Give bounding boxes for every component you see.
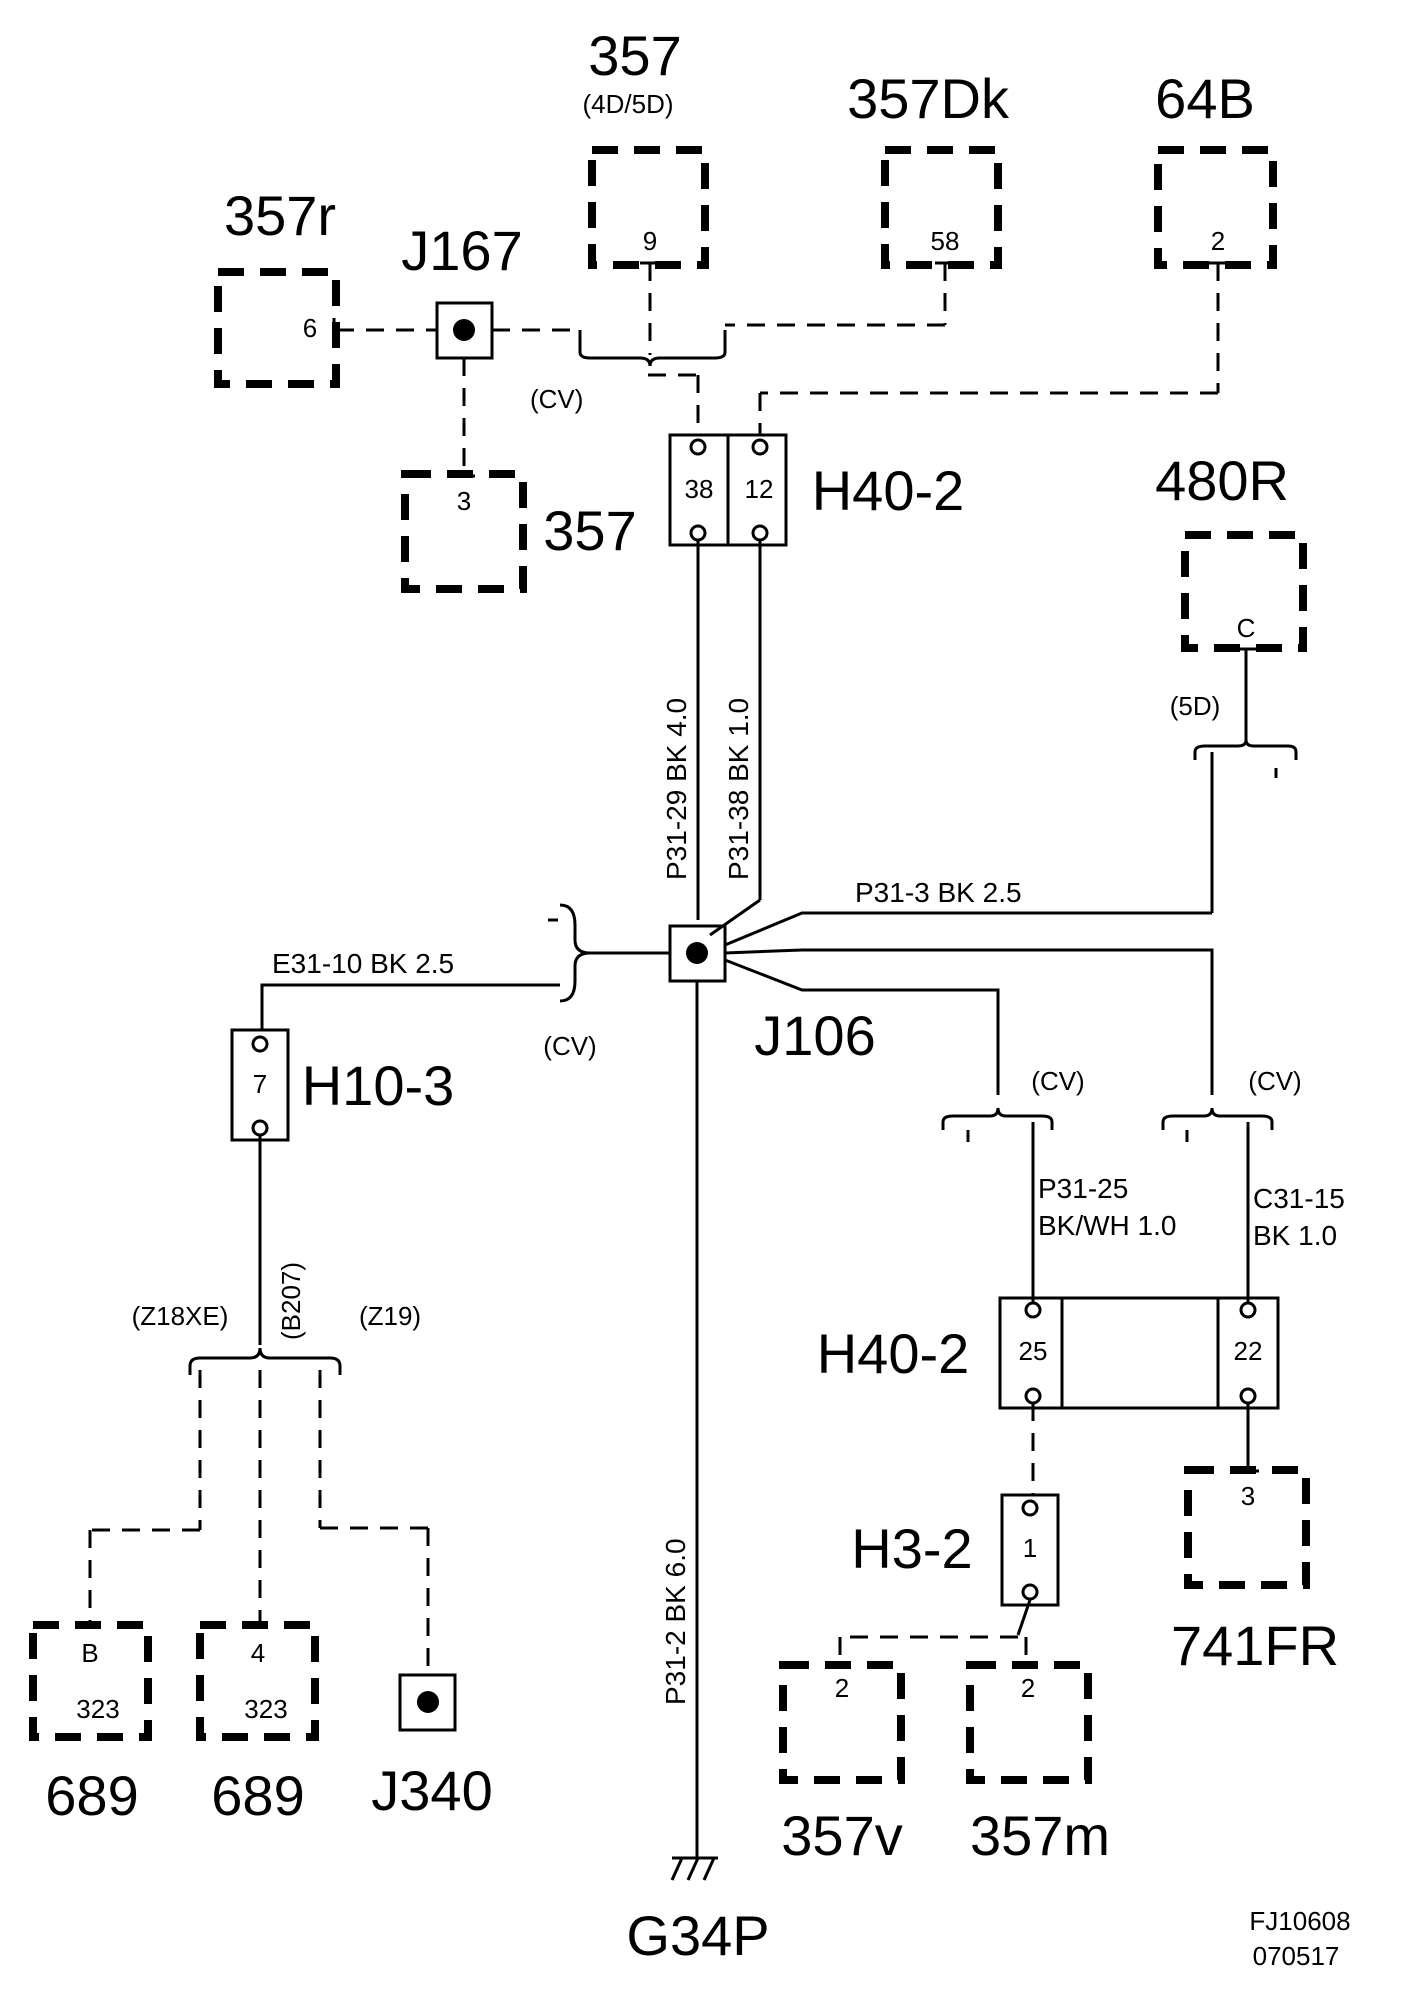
component-label: 741FR: [1171, 1614, 1339, 1677]
pin-label: C: [1237, 613, 1256, 643]
splice-j167: J167: [401, 219, 523, 360]
component-label: 357: [543, 499, 636, 562]
component-480r: 480R C (5D): [1155, 449, 1307, 913]
component-box: [881, 146, 1002, 269]
wire-label-p31-3: P31-3 BK 2.5: [855, 877, 1022, 908]
figure-id: FJ10608: [1249, 1906, 1350, 1936]
top-optional-wiring: [336, 263, 1220, 474]
component-box: [401, 470, 527, 593]
pin-label: 2: [835, 1673, 849, 1703]
pin-label: B: [81, 1638, 98, 1668]
splice-dot: [686, 942, 708, 964]
component-variant: (4D/5D): [582, 89, 673, 119]
pin-label: 3: [457, 486, 471, 516]
variant-label: (5D): [1170, 691, 1221, 721]
component-label: 357Dk: [847, 67, 1010, 130]
splice-j106: J106: [668, 924, 876, 1067]
connector-h40-2-bottom: 25 22 H40-2: [817, 1296, 1280, 1410]
sub-label: 323: [76, 1694, 119, 1724]
component-label: 64B: [1155, 67, 1255, 130]
component-689-a: B 323 689: [29, 1621, 152, 1827]
component-label: 689: [211, 1764, 304, 1827]
wire-label-p31-25-gauge: BK/WH 1.0: [1038, 1210, 1176, 1241]
component-689-b: 4 323 689: [196, 1621, 319, 1827]
component-64b: 64B 2: [1154, 67, 1277, 269]
option-label-cv-right-b: (CV): [1248, 1066, 1301, 1096]
wire-label-p31-29: P31-29 BK 4.0: [661, 698, 692, 880]
connector-label: H40-2: [812, 459, 965, 522]
pin-label: 2: [1021, 1673, 1035, 1703]
component-label: 480R: [1155, 449, 1289, 512]
connector-body: [998, 1296, 1280, 1410]
pin-label: 6: [303, 313, 317, 343]
component-label: 357r: [224, 184, 336, 247]
connector-label: H3-2: [851, 1517, 972, 1580]
pin-label: 25: [1019, 1336, 1048, 1366]
component-box: [196, 1621, 319, 1741]
option-label-cv-right-a: (CV): [1031, 1066, 1084, 1096]
component-label: 357v: [781, 1804, 902, 1867]
connector-h40-2-top: 38 12 H40-2: [668, 433, 965, 547]
splice-box: [398, 1673, 457, 1732]
component-label: 689: [45, 1764, 138, 1827]
splice-dot: [453, 319, 475, 341]
connector-h10-3: 7 H10-3: [230, 1028, 455, 1142]
component-357dk: 357Dk 58: [847, 67, 1010, 269]
wire-label-c31-15-gauge: BK 1.0: [1253, 1220, 1337, 1251]
component-357m: 2 357m: [966, 1661, 1110, 1867]
ground-label: G34P: [626, 1904, 769, 1967]
component-box: [29, 1621, 152, 1741]
pin-label: 2: [1211, 226, 1225, 256]
pin-label: 12: [745, 474, 774, 504]
option-label-b207: (B207): [276, 1262, 306, 1340]
wire-label-p31-2: P31-2 BK 6.0: [660, 1538, 691, 1705]
component-357r: 357r 6: [214, 184, 340, 388]
component-741fr: 3 741FR: [1171, 1466, 1339, 1677]
component-357-mid: 3 357: [401, 470, 637, 593]
option-label-z18xe: (Z18XE): [132, 1301, 229, 1331]
pin-label: 38: [685, 474, 714, 504]
sub-label: 323: [244, 1694, 287, 1724]
component-label: 357: [588, 24, 681, 87]
connector-label: H10-3: [302, 1054, 455, 1117]
option-label-cv-left: (CV): [543, 1031, 596, 1061]
component-label: 357m: [970, 1804, 1110, 1867]
option-label-cv: (CV): [530, 384, 583, 414]
component-box: [1154, 146, 1277, 269]
connector-label: H40-2: [817, 1322, 970, 1385]
pin-label: 9: [643, 226, 657, 256]
pin-label: 3: [1241, 1481, 1255, 1511]
pin-label: 4: [251, 1638, 265, 1668]
connector-body: [1000, 1493, 1060, 1607]
splice-label: J167: [401, 219, 522, 282]
splice-label: J106: [754, 1004, 875, 1067]
component-box: [214, 268, 340, 388]
connector-h3-2: 1 H3-2: [851, 1493, 1060, 1607]
figure-date: 070517: [1253, 1941, 1340, 1971]
splice-j340: J340: [371, 1673, 493, 1822]
wire-label-p31-38: P31-38 BK 1.0: [723, 698, 754, 880]
component-box: [1181, 531, 1307, 652]
pin-label: 1: [1023, 1533, 1037, 1563]
wire-label-c31-15: C31-15: [1253, 1183, 1345, 1214]
component-357v: 2 357v: [779, 1661, 905, 1867]
component-box: [588, 146, 709, 269]
wire-label-p31-25: P31-25: [1038, 1173, 1128, 1204]
pin-label: 7: [253, 1069, 267, 1099]
component-357-top: 357 (4D/5D) 9: [582, 24, 709, 269]
pin-label: 58: [931, 226, 960, 256]
splice-dot: [417, 1691, 439, 1713]
ground-symbol: [670, 1856, 718, 1881]
wire-label-e31-10: E31-10 BK 2.5: [272, 948, 454, 979]
splice-label: J340: [371, 1759, 492, 1822]
option-label-z19: (Z19): [359, 1301, 421, 1331]
pin-label: 22: [1234, 1336, 1263, 1366]
